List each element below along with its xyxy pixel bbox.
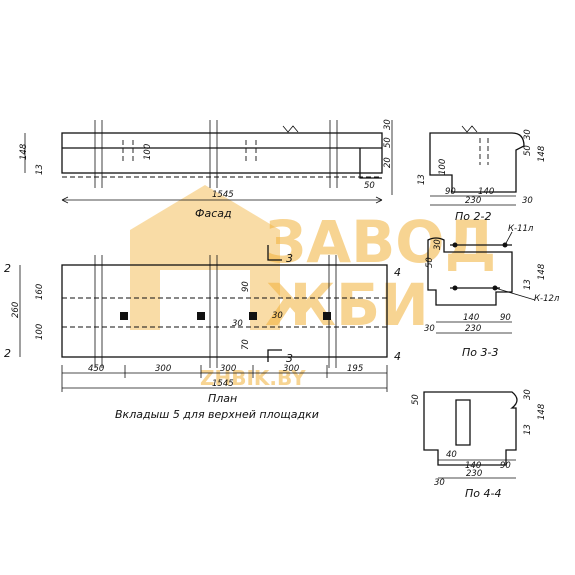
facade-title: Фасад	[195, 207, 232, 220]
sec22-dim-30b: 30	[522, 196, 533, 206]
sec22-dim-230: 230	[465, 196, 481, 206]
sec22-dim-50: 50	[523, 145, 533, 156]
watermark-line2: ЖБИ	[265, 271, 429, 339]
watermark-house-logo	[130, 185, 280, 330]
section-mark-3b: 3	[286, 352, 293, 365]
plan-dim-90: 90	[241, 281, 251, 292]
facade-dim-20: 20	[383, 157, 393, 168]
plan-dim-300a: 300	[155, 364, 171, 374]
plan-dim-length: 1545	[212, 379, 234, 389]
sec33-dim-90: 90	[500, 313, 511, 323]
sec44-dim-90: 90	[500, 461, 511, 471]
sec44-dim-13: 13	[523, 424, 533, 435]
plan-dim-300c: 300	[283, 364, 299, 374]
facade-dim-30: 30	[383, 119, 393, 130]
section-mark-3a: 3	[286, 252, 293, 265]
sec22-dim-100: 100	[438, 159, 448, 175]
sec22-title: По 2-2	[455, 210, 491, 223]
section-mark-4a: 4	[394, 266, 401, 279]
plan-caption: Вкладыш 5 для верхней площадки	[115, 408, 319, 421]
plan-dim-30b: 30	[272, 311, 283, 321]
sec33-dim-30b: 30	[424, 324, 435, 334]
sec44-dim-230: 230	[466, 469, 482, 479]
sec33-dim-13: 13	[523, 279, 533, 290]
sec33-rebar-k11: К-11л	[508, 224, 534, 234]
section-mark-4b: 4	[394, 350, 401, 363]
sec44-dim-148: 148	[537, 403, 547, 420]
watermark: ЗАВОД ЖБИ ZHBIK.BY	[130, 185, 496, 390]
facade-view: 148 13 100 30 50 20 50 1545 Фасад	[19, 119, 393, 220]
plan-dim-160: 160	[35, 284, 45, 300]
section-4-4: 50 30 148 13 40 140 90 230 30 По 4-4	[411, 389, 547, 500]
sec33-dim-140: 140	[463, 313, 479, 323]
sec22-dim-13: 13	[417, 174, 427, 185]
sec33-title: По 3-3	[462, 346, 498, 359]
plan-dim-30a: 30	[232, 319, 243, 329]
sec33-dim-230: 230	[465, 324, 481, 334]
plan-dim-195: 195	[347, 364, 363, 374]
sec33-dim-50: 50	[425, 257, 435, 268]
sec44-dim-30: 30	[523, 389, 533, 400]
section-3-3: К-11л К-12л 50 30 148 13 140 90 230 30 П…	[424, 224, 560, 359]
facade-dim-length: 1545	[212, 190, 234, 200]
plan-view: 260 160 100 90 30 30 70 3 3 2 2 4 4 450 …	[4, 245, 401, 421]
sec33-rebar-k12: К-12л	[534, 294, 560, 304]
plan-dim-260: 260	[11, 302, 21, 318]
sec44-dim-30b: 30	[434, 478, 445, 488]
sec22-dim-90: 90	[445, 187, 456, 197]
plan-title: План	[208, 392, 237, 405]
sec44-title: По 4-4	[465, 487, 501, 500]
sec44-dim-140: 140	[465, 461, 481, 471]
sec44-dim-40: 40	[446, 450, 457, 460]
plan-dim-70: 70	[241, 339, 251, 350]
facade-dim-50b: 50	[364, 181, 375, 191]
plan-dim-100: 100	[35, 324, 45, 340]
plan-dim-300b: 300	[220, 364, 236, 374]
sec33-dim-148: 148	[537, 263, 547, 280]
sec33-dim-30: 30	[433, 239, 443, 250]
section-mark-2a: 2	[4, 262, 11, 275]
sec22-dim-30: 30	[523, 129, 533, 140]
section-2-2: 30 50 148 13 100 90 140 230 30 По 2-2	[417, 125, 547, 223]
facade-dim-50: 50	[383, 137, 393, 148]
sec22-dim-140: 140	[478, 187, 494, 197]
plan-dim-450: 450	[88, 364, 104, 374]
facade-dim-100: 100	[143, 144, 153, 160]
section-mark-2b: 2	[4, 347, 11, 360]
sec22-dim-148: 148	[537, 145, 547, 162]
sec44-dim-50: 50	[411, 394, 421, 405]
facade-dim-148: 148	[19, 143, 29, 160]
facade-dim-13: 13	[35, 164, 45, 175]
